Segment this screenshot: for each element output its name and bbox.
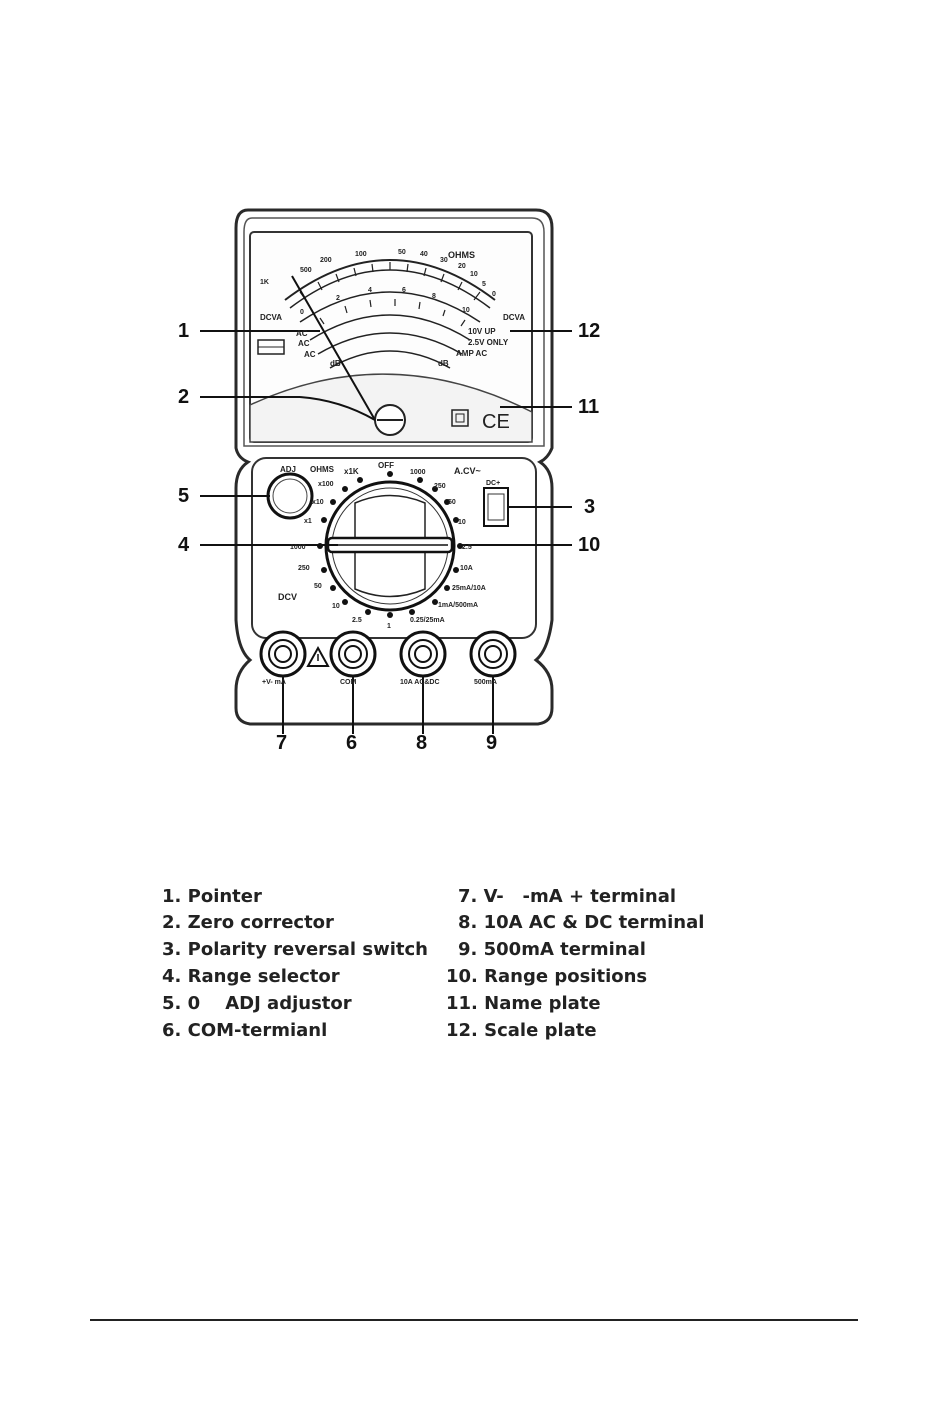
legend-item-11: 11. Name plate: [446, 993, 601, 1014]
terminal-label-500ma: 500mA: [474, 679, 497, 686]
ohm-tick-7: 20: [458, 263, 466, 270]
ac-label-1: AC: [296, 329, 308, 338]
callout-2: 2: [178, 386, 190, 408]
ohm-tick-8: 10: [470, 271, 478, 278]
legend-item-10: 10. Range positions: [446, 966, 648, 987]
ohm-scale-arc: [284, 259, 496, 301]
range-right-6: 25mA/10A: [452, 585, 486, 592]
insulation-mark: [451, 409, 469, 427]
range-right-3: 10: [458, 519, 466, 526]
range-right-0: 1000: [410, 469, 426, 476]
ohm-tick-9: 5: [482, 281, 486, 288]
callout-4: 4: [178, 534, 190, 556]
ohm-tick-5: 40: [420, 251, 428, 258]
range-right-5: 10A: [460, 565, 473, 572]
callout-5: 5: [178, 485, 190, 507]
range-bottom-0: 1: [387, 623, 391, 630]
ce-mark: CE: [482, 411, 510, 433]
legend-item-4: 4. Range selector: [162, 966, 340, 987]
pointer: [291, 275, 376, 421]
terminal-10a[interactable]: [399, 630, 447, 678]
ohm-tick-1: 500: [300, 267, 312, 274]
legend-item-3: 3. Polarity reversal switch: [162, 939, 428, 960]
legend-item-1: 1. Pointer: [162, 886, 262, 907]
legend-item-12: 12. Scale plate: [446, 1020, 597, 1041]
ohm-tick-6: 30: [440, 257, 448, 264]
range-right-4: 2.5: [462, 544, 472, 551]
dc-scale-arc: [299, 291, 481, 323]
ohm-tick-2: 200: [320, 257, 332, 264]
callout-1: 1: [178, 320, 190, 342]
range-left-0: x100: [318, 481, 334, 488]
callout-9: 9: [486, 732, 498, 754]
legend-item-8: 8. 10A AC & DC terminal: [458, 912, 705, 933]
range-left-2: x1: [304, 518, 312, 525]
callout-10: 10: [578, 534, 601, 556]
range-left-7: 2.5: [352, 617, 362, 624]
ohm-tick-4: 50: [398, 249, 406, 256]
x1k-label: x1K: [344, 467, 359, 476]
terminal-com[interactable]: [329, 630, 377, 678]
ohm-tick-10: 0: [492, 291, 496, 298]
legend-item-5: 5. 0 ADJ adjustor: [162, 993, 352, 1014]
dc-tick-4: 8: [432, 293, 436, 300]
range-right-8: 0.25/25mA: [410, 617, 445, 624]
dc-tick-1: 2: [336, 295, 340, 302]
off-label: OFF: [378, 461, 394, 470]
ohms-scale-label: OHMS: [448, 250, 475, 260]
dcv-label: DCV: [278, 592, 297, 602]
dcva-right-label: DCVA: [503, 313, 525, 322]
2-5v-only-label: 2.5V ONLY: [468, 338, 509, 347]
range-left-4: 250: [298, 565, 310, 572]
terminal-label-v-ma: +V- mA: [262, 679, 286, 686]
callout-7: 7: [276, 732, 288, 754]
dc-tick-0: 0: [300, 309, 304, 316]
range-left-6: 10: [332, 603, 340, 610]
amp-ac-label: AMP AC: [456, 349, 487, 358]
db-left-label: dB: [330, 359, 341, 368]
range-left-1: x10: [312, 499, 324, 506]
terminal-label-10a: 10A AC&DC: [400, 679, 440, 686]
range-left-3: 1000: [290, 544, 306, 551]
terminal-v-ma[interactable]: [259, 630, 307, 678]
range-position-dots: [317, 471, 463, 618]
ac-label-2: AC: [298, 339, 310, 348]
dcva-left-label: DCVA: [260, 313, 282, 322]
ac-label-3: AC: [304, 350, 316, 359]
callout-12: 12: [578, 320, 601, 342]
terminal-500ma[interactable]: [469, 630, 517, 678]
callout-11: 11: [578, 396, 600, 418]
range-right-7: 1mA/500mA: [438, 602, 478, 609]
db-right-label: dB: [438, 359, 449, 368]
dc-switch-label: DC+: [486, 480, 500, 487]
ohm-tick-3: 100: [355, 251, 367, 258]
footer-rule: [90, 1319, 858, 1321]
callout-leaders: [200, 330, 572, 734]
ohm-adj-knob[interactable]: [266, 472, 314, 520]
warning-icon: [306, 645, 330, 667]
legend-item-2: 2. Zero corrector: [162, 912, 334, 933]
ohm-tick-0: 1K: [260, 279, 269, 286]
callout-6: 6: [346, 732, 358, 754]
dc-tick-2: 4: [368, 287, 372, 294]
scale-ticks: [299, 262, 481, 327]
dc-tick-3: 6: [402, 287, 406, 294]
db-scale-arc: [329, 350, 451, 369]
adj-label: ADJ: [280, 465, 296, 474]
range-left-5: 50: [314, 583, 322, 590]
range-right-2: 50: [448, 499, 456, 506]
ohms-range-label: OHMS: [310, 465, 335, 474]
dc-tick-5: 10: [462, 307, 470, 314]
callout-8: 8: [416, 732, 428, 754]
10v-up-label: 10V UP: [468, 327, 496, 336]
terminal-label-com: COM: [340, 679, 357, 686]
acv-label: A.CV~: [454, 466, 481, 476]
legend-item-9: 9. 500mA terminal: [458, 939, 646, 960]
range-right-1: 250: [434, 483, 446, 490]
legend-item-7: 7. V- -mA + terminal: [458, 886, 677, 907]
legend-item-6: 6. COM-termianl: [162, 1020, 328, 1041]
callout-3: 3: [584, 496, 596, 518]
